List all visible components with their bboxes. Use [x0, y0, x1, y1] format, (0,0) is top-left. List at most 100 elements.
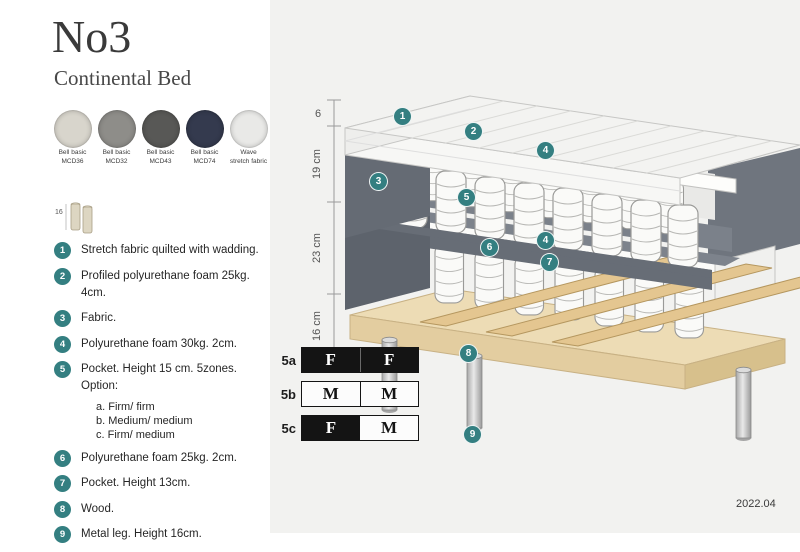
metal-leg-icon: [82, 206, 93, 234]
legend-item-text: Polyurethane foam 30kg. 2cm.: [81, 337, 237, 350]
fabric-swatch: Wave stretch fabric: [228, 110, 269, 166]
diagram-callout-8: 8: [459, 344, 478, 363]
diagram-callout-1: 1: [393, 107, 412, 126]
diagram-callout-6: 6: [480, 238, 499, 257]
top-mattress: [344, 95, 800, 206]
fabric-swatch: Bell basic MCD32: [96, 110, 137, 166]
diagram-callout-5: 5: [457, 188, 476, 207]
lower-box-left-end-fabric: [345, 214, 430, 310]
metal-leg-icon: [70, 203, 81, 231]
firmness-row-label: 5a: [281, 352, 296, 368]
dim-label-upper-box: 19 cm: [311, 149, 323, 179]
fabric-swatches: Bell basic MCD36 Bell basic MCD32 Bell b…: [52, 110, 269, 166]
fabric-swatch-name: Wave: [240, 149, 257, 156]
fabric-swatch-name: Bell basic: [190, 149, 219, 156]
legend-item: 2 Profiled polyurethane foam 25kg. 4cm.: [54, 267, 270, 302]
legend-item-number: 5: [54, 361, 71, 378]
legend-item: 9 Metal leg. Height 16cm.: [54, 526, 270, 543]
metal-leg-front: [466, 352, 483, 431]
legend-item: 6 Polyurethane foam 25kg. 2cm.: [54, 449, 270, 467]
fabric-swatch-code: stretch fabric: [229, 158, 268, 165]
foam-seam-line: [344, 108, 681, 192]
diagram-callout-7: 7: [540, 253, 559, 272]
legend-item-number: 2: [54, 267, 71, 285]
pocket-option: c. Firm/ medium: [96, 428, 175, 441]
legend-item: 4 Polyurethane foam 30kg. 2cm.: [54, 335, 270, 353]
firmness-cell: M: [302, 382, 360, 406]
firmness-row-label: 5b: [280, 386, 296, 402]
fabric-swatch-code: MCD32: [105, 158, 128, 165]
legend-item-number: 8: [54, 500, 71, 518]
legend-item-text: Stretch fabric quilted with wadding.: [81, 244, 259, 256]
parts-legend: 1 Stretch fabric quilted with wadding. 2…: [54, 242, 270, 552]
legend-item-text: Fabric.: [81, 312, 117, 324]
firmness-cell: M: [359, 382, 418, 406]
dimension-ruler: 6 19 cm 23 cm 16 cm: [311, 99, 341, 359]
illustration-panel: 6 19 cm 23 cm 16 cm: [270, 0, 800, 533]
product-subtitle: Continental Bed: [54, 66, 192, 90]
diagram-callout-3: 3: [369, 172, 388, 191]
legend-item-number: 7: [54, 475, 71, 492]
legend-item-number: 1: [54, 242, 71, 259]
bed-cutaway-illustration: 6 19 cm 23 cm 16 cm: [311, 95, 800, 441]
legend-item-number: 9: [54, 526, 71, 543]
fabric-swatch-circle: [97, 110, 136, 148]
leg-height-label: 16: [55, 209, 63, 216]
fabric-swatch: Bell basic MCD43: [140, 110, 181, 166]
legend-item: 3 Fabric.: [54, 310, 270, 327]
diagram-callout-2: 2: [464, 122, 483, 141]
legend-item: 7 Pocket. Height 13cm.: [54, 475, 270, 492]
pocket-option: a. Firm/ firm: [96, 400, 155, 413]
legend-item-number: 6: [54, 449, 71, 467]
fabric-swatch-name: Bell basic: [146, 149, 175, 156]
fabric-swatch-name: Bell basic: [58, 149, 87, 156]
product-sheet: No3 Continental Bed Bell basic MCD36 Bel…: [52, 0, 800, 543]
legend-item: 1 Stretch fabric quilted with wadding.: [54, 242, 270, 259]
legend-item-text: Wood.: [81, 502, 115, 515]
firmness-box: F M: [301, 415, 419, 441]
legend-item-text: Pocket. Height 15 cm. 5zones. Option:: [81, 363, 237, 392]
legend-item-text: Pocket. Height 13cm.: [81, 477, 191, 489]
product-title: No3: [52, 11, 132, 62]
legend-item-text: Polyurethane foam 25kg. 2cm.: [81, 451, 237, 464]
legend-item: 8 Wood.: [54, 500, 270, 518]
metal-leg-right: [735, 366, 752, 441]
firmness-cell: F: [302, 348, 360, 372]
legend-item-text: Metal leg. Height 16cm.: [81, 528, 202, 540]
fabric-swatch-circle: [229, 110, 268, 148]
firmness-cell: M: [360, 416, 418, 440]
pocket-options-list: a. Firm/ firm b. Medium/ medium c. Firm/…: [96, 400, 270, 442]
dim-label-top-pad: 6: [315, 108, 321, 120]
fabric-swatch-circle: [185, 110, 224, 148]
legend-item-number: 3: [54, 310, 71, 327]
fabric-swatch-code: MCD36: [61, 158, 84, 165]
firmness-cell: F: [359, 348, 418, 372]
fabric-swatch-circle: [53, 110, 92, 148]
pocket-option: b. Medium/ medium: [96, 414, 193, 427]
firmness-box: M M: [301, 381, 419, 407]
legend-item-number: 4: [54, 335, 71, 353]
base-frame: [349, 288, 786, 390]
firmness-box: F F: [301, 347, 419, 373]
divider-front-lip: [345, 216, 712, 278]
fabric-swatch-code: MCD74: [193, 158, 216, 165]
firmness-row-5a: 5a F F: [272, 347, 419, 373]
leg-thumbnail: 16: [54, 198, 98, 241]
dim-label-lower-box: 23 cm: [311, 233, 323, 263]
fabric-swatch: Bell basic MCD74: [184, 110, 225, 166]
diagram-callout-4a: 4: [536, 141, 555, 160]
fabric-swatch-code: MCD43: [149, 158, 172, 165]
fabric-swatch-circle: [141, 110, 180, 148]
version-stamp: 2022.04: [736, 498, 776, 510]
fabric-swatch: Bell basic MCD36: [52, 110, 93, 166]
firmness-row-5c: 5c F M: [272, 415, 419, 441]
dim-label-leg: 16 cm: [311, 311, 323, 341]
fabric-swatch-name: Bell basic: [102, 149, 131, 156]
legend-item-text: Profiled polyurethane foam 25kg. 4cm.: [81, 269, 250, 299]
firmness-cell: F: [302, 416, 360, 440]
legend-item: 5 Pocket. Height 15 cm. 5zones. Option:: [54, 361, 270, 395]
diagram-callout-9: 9: [463, 425, 482, 444]
leg-thumbnail-drawing: 16: [55, 202, 93, 234]
firmness-row-label: 5c: [281, 420, 296, 436]
diagram-callout-4b: 4: [536, 231, 555, 250]
